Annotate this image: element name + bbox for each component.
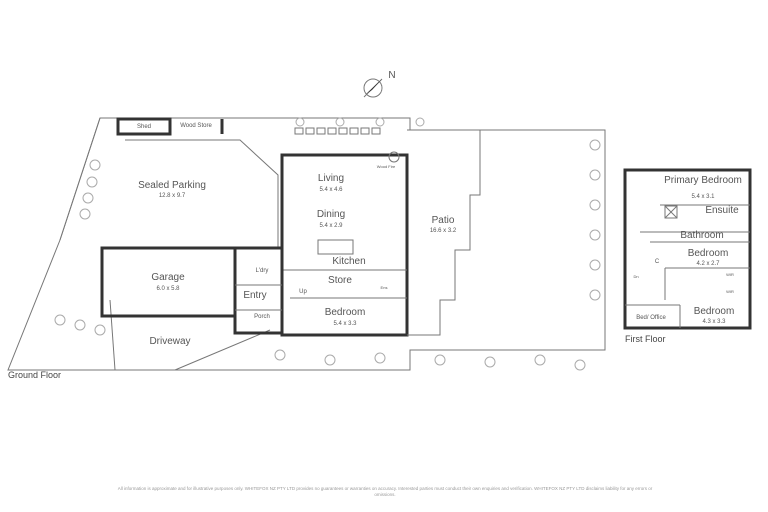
compass-icon: N xyxy=(363,70,396,98)
room-size-living: 5.4 x 4.6 xyxy=(319,187,343,193)
room-label-store: Store xyxy=(328,275,352,286)
room-label-primary-bedroom: Primary Bedroom xyxy=(664,175,742,186)
ground-floor-title: Ground Floor xyxy=(8,370,61,380)
room-label-kitchen: Kitchen xyxy=(332,256,365,267)
room-label-garage: Garage xyxy=(151,272,185,283)
room-size-sealed-parking: 12.8 x 9.7 xyxy=(159,193,186,199)
wood-fire-label: Wood Fire xyxy=(377,164,396,169)
parking-edge xyxy=(125,139,279,248)
room-label-driveway: Driveway xyxy=(149,336,190,347)
kitchen-island xyxy=(317,239,354,255)
room-label-dining: Dining xyxy=(317,209,345,220)
room-label-porch: Porch xyxy=(254,314,270,320)
room-label-sealed-parking: Sealed Parking xyxy=(138,180,206,191)
pavers xyxy=(294,127,381,135)
room-label-bedroom-3: Bedroom xyxy=(694,306,735,317)
compass-label: N xyxy=(388,70,395,81)
room-label-laundry: L'dry xyxy=(256,268,269,274)
cupboard-label: C xyxy=(655,259,660,265)
room-size-garage: 6.0 x 5.8 xyxy=(156,286,180,292)
site-boundary xyxy=(7,117,606,371)
room-label-bedroom: Bedroom xyxy=(325,307,366,318)
room-label-bed-office: Bed/ Office xyxy=(636,315,666,321)
room-size-patio: 16.6 x 3.2 xyxy=(430,228,457,234)
room-size-primary-bedroom: 5.4 x 3.1 xyxy=(691,194,715,200)
room-label-bedroom-2: Bedroom xyxy=(688,248,729,259)
room-label-patio: Patio xyxy=(432,215,455,226)
stairs-up-label: Up xyxy=(299,289,307,295)
room-label-living: Living xyxy=(318,173,344,184)
first-floor-outline xyxy=(623,168,752,330)
room-label-bathroom: Bathroom xyxy=(680,230,723,241)
room-label-shed: Shed xyxy=(137,124,151,130)
room-size-bedroom: 5.4 x 3.3 xyxy=(333,321,357,327)
patio-outline xyxy=(407,129,481,336)
room-size-bedroom-2: 4.2 x 2.7 xyxy=(696,261,720,267)
trees xyxy=(54,117,601,371)
disclaimer: All information is approximate and for i… xyxy=(117,486,653,497)
room-label-entry: Entry xyxy=(243,290,266,301)
room-label-wood-store: Wood Store xyxy=(180,123,212,129)
room-label-ensuite: Ensuite xyxy=(705,205,739,216)
shower-icon xyxy=(664,205,678,219)
first-floor-title: First Floor xyxy=(625,334,666,344)
house-outline xyxy=(280,153,409,337)
room-size-bedroom-3: 4.3 x 3.3 xyxy=(702,319,726,325)
wir-label-2: WIR xyxy=(726,289,734,294)
wood-fire-icon xyxy=(388,151,400,163)
room-size-dining: 5.4 x 2.9 xyxy=(319,223,343,229)
wir-label-1: WIR xyxy=(726,272,734,277)
ens-label: Ens xyxy=(381,285,388,290)
stairs-down-label: Dn xyxy=(633,274,638,279)
